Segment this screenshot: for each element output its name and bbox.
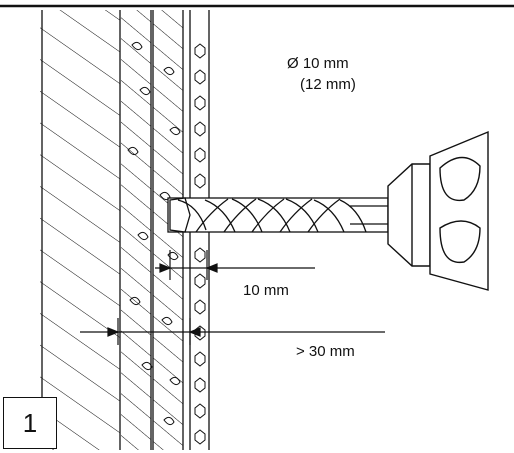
drill-bit-icon — [167, 197, 389, 233]
step-number: 1 — [22, 408, 38, 438]
diameter-alt-label: (12 mm) — [300, 76, 356, 93]
wall-middle-layers — [121, 10, 184, 450]
drill-icon — [387, 130, 489, 291]
wall-outer-layer — [40, 10, 121, 450]
diameter-label: Ø 10 mm — [287, 55, 349, 72]
dimension-lines — [80, 250, 385, 345]
min-depth-label: > 30 mm — [296, 343, 355, 360]
step-number-box: 1 — [3, 397, 57, 449]
depth-label: 10 mm — [243, 282, 289, 299]
